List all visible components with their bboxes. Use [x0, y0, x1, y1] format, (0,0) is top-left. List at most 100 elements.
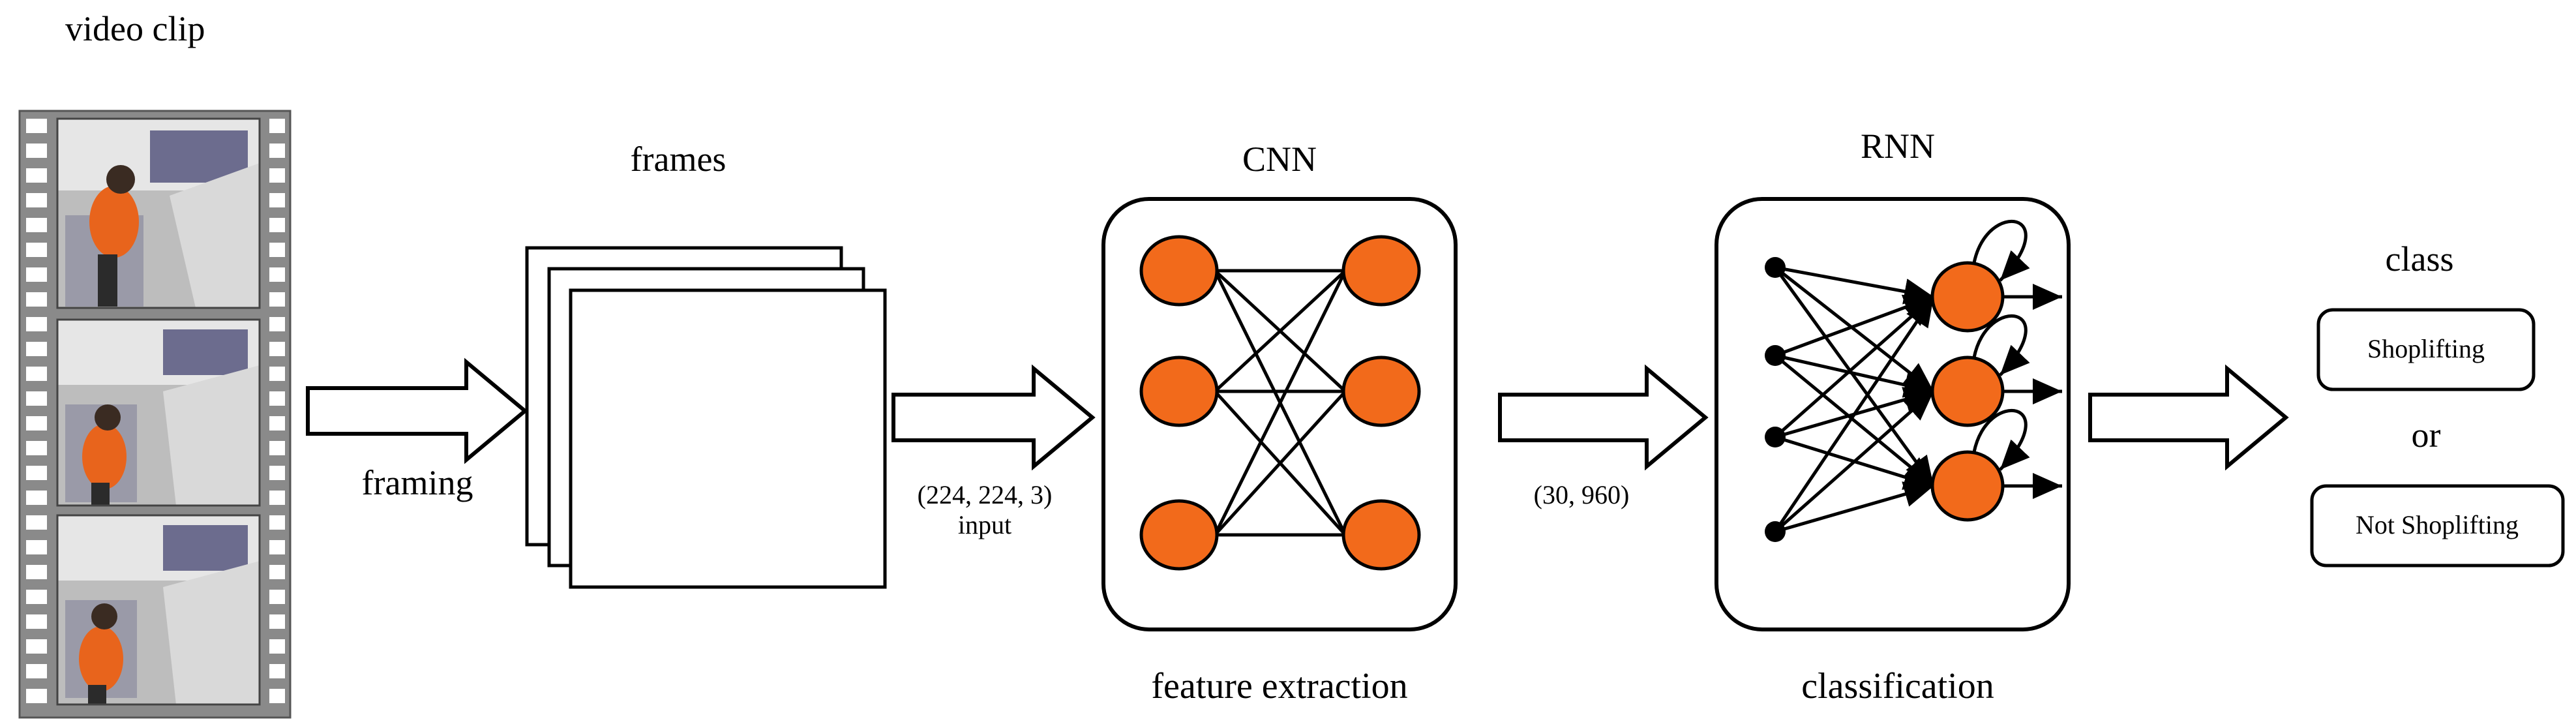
sprocket-hole: [269, 689, 285, 703]
sprocket-hole: [269, 664, 285, 678]
sprocket-hole: [269, 614, 285, 629]
class-label: class: [2386, 239, 2454, 279]
classification-label: classification: [1801, 666, 1994, 706]
rnn-connection: [1775, 265, 1934, 305]
sprocket-hole: [269, 342, 285, 356]
input-arrow-icon: [891, 364, 1096, 471]
feature-extraction-label: feature extraction: [1151, 666, 1407, 706]
neural-network-icon: [1139, 235, 1421, 571]
cnn-connection: [1213, 269, 1347, 536]
sprocket-hole: [269, 218, 285, 232]
sprocket-hole: [269, 193, 285, 207]
rnn-label: RNN: [1861, 127, 1935, 166]
sprocket-hole: [26, 416, 47, 431]
rnn-connection: [1774, 354, 1935, 487]
rnn-recurrent-loop: [1972, 219, 2030, 282]
sprocket-hole: [26, 317, 47, 331]
sprocket-hole: [26, 193, 47, 207]
feature-arrow-icon: [1498, 364, 1709, 471]
sprocket-hole: [269, 466, 285, 480]
class-box-shoplifting: [2316, 308, 2536, 391]
feature-shape-label: (30, 960): [1534, 480, 1630, 509]
sprocket-hole: [269, 119, 285, 133]
rnn-connection: [1774, 390, 1935, 533]
sprocket-hole: [26, 391, 47, 406]
recurrent-network-icon: [1765, 219, 2062, 542]
sprocket-hole: [26, 491, 47, 505]
sprocket-hole: [26, 614, 47, 629]
cnn-neuron: [1139, 355, 1219, 427]
cnn-neuron: [1139, 499, 1219, 571]
sprocket-hole: [26, 218, 47, 232]
sprocket-hole: [26, 515, 47, 530]
sprocket-hole: [26, 367, 47, 381]
sprocket-hole: [269, 515, 285, 530]
sprocket-hole: [269, 391, 285, 406]
sprocket-hole: [269, 317, 285, 331]
cnn-neuron: [1341, 235, 1421, 307]
sprocket-hole: [269, 565, 285, 579]
frames-label: frames: [631, 140, 726, 179]
sprocket-hole: [26, 664, 47, 678]
sprocket-hole: [26, 292, 47, 307]
sprocket-hole: [26, 689, 47, 703]
output-arrow-icon: [2088, 364, 2289, 471]
sprocket-hole: [269, 416, 285, 431]
rnn-connection: [1775, 354, 1934, 398]
input-shape-label: (224, 224, 3): [918, 480, 1053, 509]
rnn-connection: [1773, 266, 1936, 487]
rnn-input-node: [1765, 521, 1786, 542]
sprocket-hole: [26, 540, 47, 554]
rnn-input-node: [1765, 427, 1786, 447]
cnn-connection: [1214, 269, 1347, 393]
sprocket-hole: [26, 565, 47, 579]
sprocket-hole: [26, 144, 47, 158]
cnn-neuron: [1139, 235, 1219, 307]
cnn-neuron: [1341, 355, 1421, 427]
rnn-neuron: [1930, 261, 2005, 333]
video-frame-3: [57, 515, 260, 704]
framing-label: framing: [362, 463, 473, 502]
video-clip-label: video clip: [65, 9, 205, 48]
input-word-label: input: [958, 510, 1011, 539]
class-shoplifting-text: Shoplifting: [2367, 334, 2485, 363]
rnn-input-node: [1765, 257, 1786, 278]
class-box-not-shoplifting: [2310, 484, 2565, 567]
film-strip-icon: [18, 110, 292, 719]
sprocket-hole: [26, 119, 47, 133]
sprocket-hole: [26, 267, 47, 282]
sprocket-hole: [26, 639, 47, 654]
or-label: or: [2412, 416, 2441, 455]
cnn-neuron: [1341, 499, 1421, 571]
sprocket-hole: [269, 168, 285, 183]
sprocket-hole: [269, 292, 285, 307]
sprocket-hole: [26, 590, 47, 604]
sprocket-hole: [269, 144, 285, 158]
sprocket-hole: [269, 491, 285, 505]
class-not-shoplifting-text: Not Shoplifting: [2356, 510, 2519, 539]
sprocket-hole: [269, 540, 285, 554]
cnn-connection: [1214, 390, 1347, 536]
sprocket-hole: [269, 441, 285, 455]
rnn-connection: [1773, 295, 1936, 533]
rnn-recurrent-loop: [1972, 314, 2030, 376]
sprocket-hole: [26, 441, 47, 455]
sprocket-hole: [26, 168, 47, 183]
rnn-connection: [1775, 481, 1934, 534]
sprocket-hole: [26, 342, 47, 356]
sprocket-hole: [269, 267, 285, 282]
rnn-recurrent-loop: [1972, 408, 2030, 471]
rnn-input-node: [1765, 345, 1786, 366]
framing-arrow-icon: [306, 357, 528, 464]
rnn-connection: [1774, 266, 1935, 393]
sprocket-hole: [26, 466, 47, 480]
sprocket-hole: [269, 367, 285, 381]
video-frame-1: [57, 119, 260, 308]
sprocket-hole: [269, 243, 285, 257]
rnn-neuron: [1930, 450, 2005, 522]
frames-stack: [525, 246, 887, 589]
sprocket-hole: [269, 590, 285, 604]
cnn-label: CNN: [1242, 140, 1317, 179]
rnn-neuron: [1930, 355, 2005, 427]
